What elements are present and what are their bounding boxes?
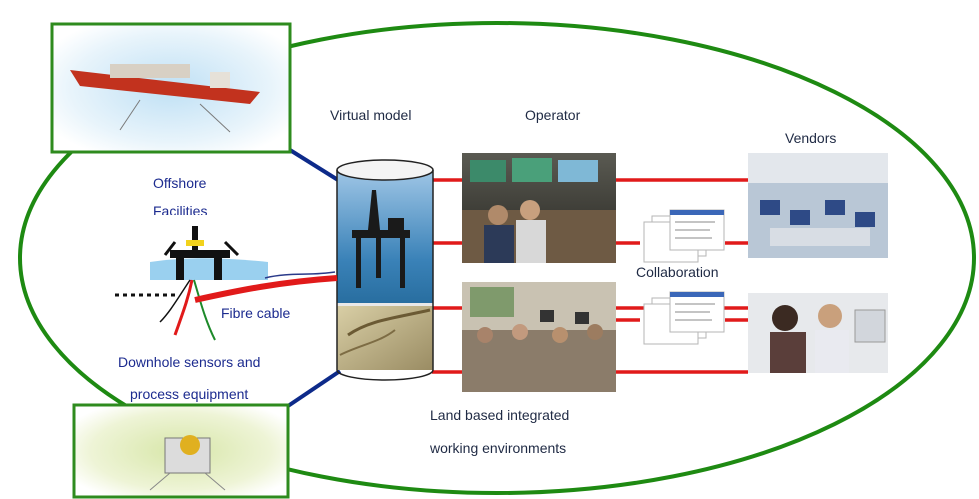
vendors-classroom-photo xyxy=(748,153,888,258)
vendors-workstation-photo xyxy=(748,293,888,373)
collaboration-label: Collaboration xyxy=(636,264,719,280)
virtual-model-cylinder xyxy=(336,159,434,381)
collaboration-documents-upper xyxy=(643,209,725,263)
offshore-platform-clipart xyxy=(150,226,336,280)
operator-meeting-room-photo xyxy=(462,282,616,392)
collaboration-documents-lower xyxy=(643,291,725,345)
downhole-label-line1: Downhole sensors and xyxy=(118,354,261,370)
offshore-connector xyxy=(288,148,340,182)
offshore-label: Offshore xyxy=(153,175,207,191)
offshore-fpso-frame xyxy=(50,22,292,154)
land-based-label-line1: Land based integrated xyxy=(430,407,570,423)
virtual-model-label: Virtual model xyxy=(330,107,412,123)
operator-control-room-photo xyxy=(462,153,616,263)
land-based-label-line2: working environments xyxy=(430,440,567,456)
downhole-wells xyxy=(115,279,216,341)
fibre-cable xyxy=(194,275,338,303)
facilities-label: Facilities xyxy=(153,203,208,215)
subsea-connector xyxy=(286,369,342,408)
vendors-label: Vendors xyxy=(785,130,837,146)
scope-ellipse xyxy=(18,21,976,495)
subsea-installation-frame xyxy=(72,403,290,499)
operator-label: Operator xyxy=(525,107,581,123)
fibre-cable-label: Fibre cable xyxy=(221,305,291,321)
downhole-label-line2: process equipment xyxy=(130,386,249,402)
